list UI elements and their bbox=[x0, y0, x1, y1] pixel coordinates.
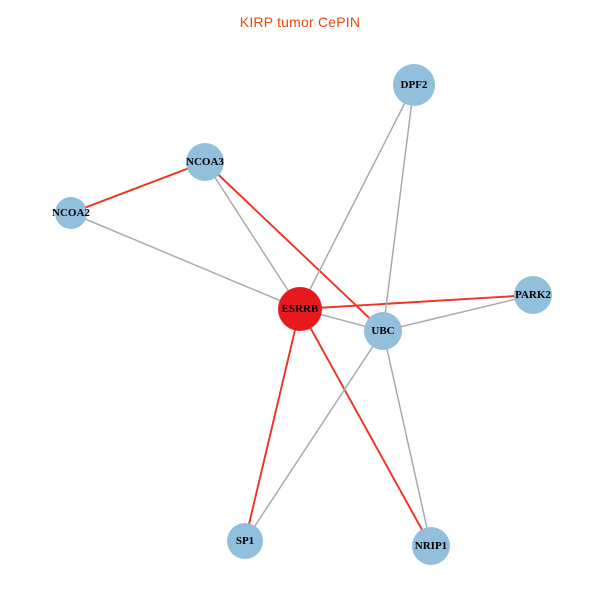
edge-ubc-sp1[interactable] bbox=[244, 330, 384, 542]
node-ncoa3[interactable]: NCOA3 bbox=[186, 143, 224, 181]
node-label-ubc: UBC bbox=[371, 325, 394, 337]
node-esrrb[interactable]: ESRRB bbox=[278, 287, 322, 331]
node-circle-ncoa3[interactable] bbox=[186, 143, 224, 181]
node-label-dpf2: DPF2 bbox=[401, 79, 428, 91]
edge-ncoa3-esrrb[interactable] bbox=[204, 161, 301, 310]
edge-ncoa2-ncoa3[interactable] bbox=[70, 161, 206, 214]
node-label-ncoa2: NCOA2 bbox=[52, 207, 90, 219]
node-label-ncoa3: NCOA3 bbox=[186, 156, 224, 168]
edge-dpf2-ubc[interactable] bbox=[382, 84, 415, 332]
node-label-park2: PARK2 bbox=[515, 289, 551, 301]
node-label-esrrb: ESRRB bbox=[282, 303, 319, 315]
node-nrip1[interactable]: NRIP1 bbox=[412, 527, 450, 565]
node-circle-esrrb[interactable] bbox=[278, 287, 322, 331]
node-circle-park2[interactable] bbox=[514, 276, 552, 314]
node-circle-nrip1[interactable] bbox=[412, 527, 450, 565]
page-title: KIRP tumor CePIN bbox=[239, 14, 361, 30]
node-ncoa2[interactable]: NCOA2 bbox=[52, 197, 90, 229]
node-ubc[interactable]: UBC bbox=[364, 312, 402, 350]
edge-layer bbox=[70, 84, 534, 547]
edge-ubc-park2[interactable] bbox=[382, 294, 534, 332]
edge-ubc-nrip1[interactable] bbox=[382, 330, 432, 547]
node-circle-ncoa2[interactable] bbox=[55, 197, 87, 229]
edge-ncoa2-esrrb[interactable] bbox=[70, 212, 301, 310]
node-label-nrip1: NRIP1 bbox=[415, 540, 447, 552]
node-sp1[interactable]: SP1 bbox=[227, 523, 263, 559]
edge-dpf2-esrrb[interactable] bbox=[299, 84, 415, 310]
node-park2[interactable]: PARK2 bbox=[514, 276, 552, 314]
node-circle-ubc[interactable] bbox=[364, 312, 402, 350]
edge-esrrb-park2[interactable] bbox=[299, 294, 534, 310]
edge-ncoa3-ubc[interactable] bbox=[204, 161, 384, 332]
node-dpf2[interactable]: DPF2 bbox=[393, 64, 435, 106]
node-label-sp1: SP1 bbox=[236, 535, 254, 547]
node-circle-sp1[interactable] bbox=[227, 523, 263, 559]
edge-esrrb-sp1[interactable] bbox=[244, 308, 301, 542]
node-circle-dpf2[interactable] bbox=[393, 64, 435, 106]
edge-esrrb-nrip1[interactable] bbox=[299, 308, 432, 547]
